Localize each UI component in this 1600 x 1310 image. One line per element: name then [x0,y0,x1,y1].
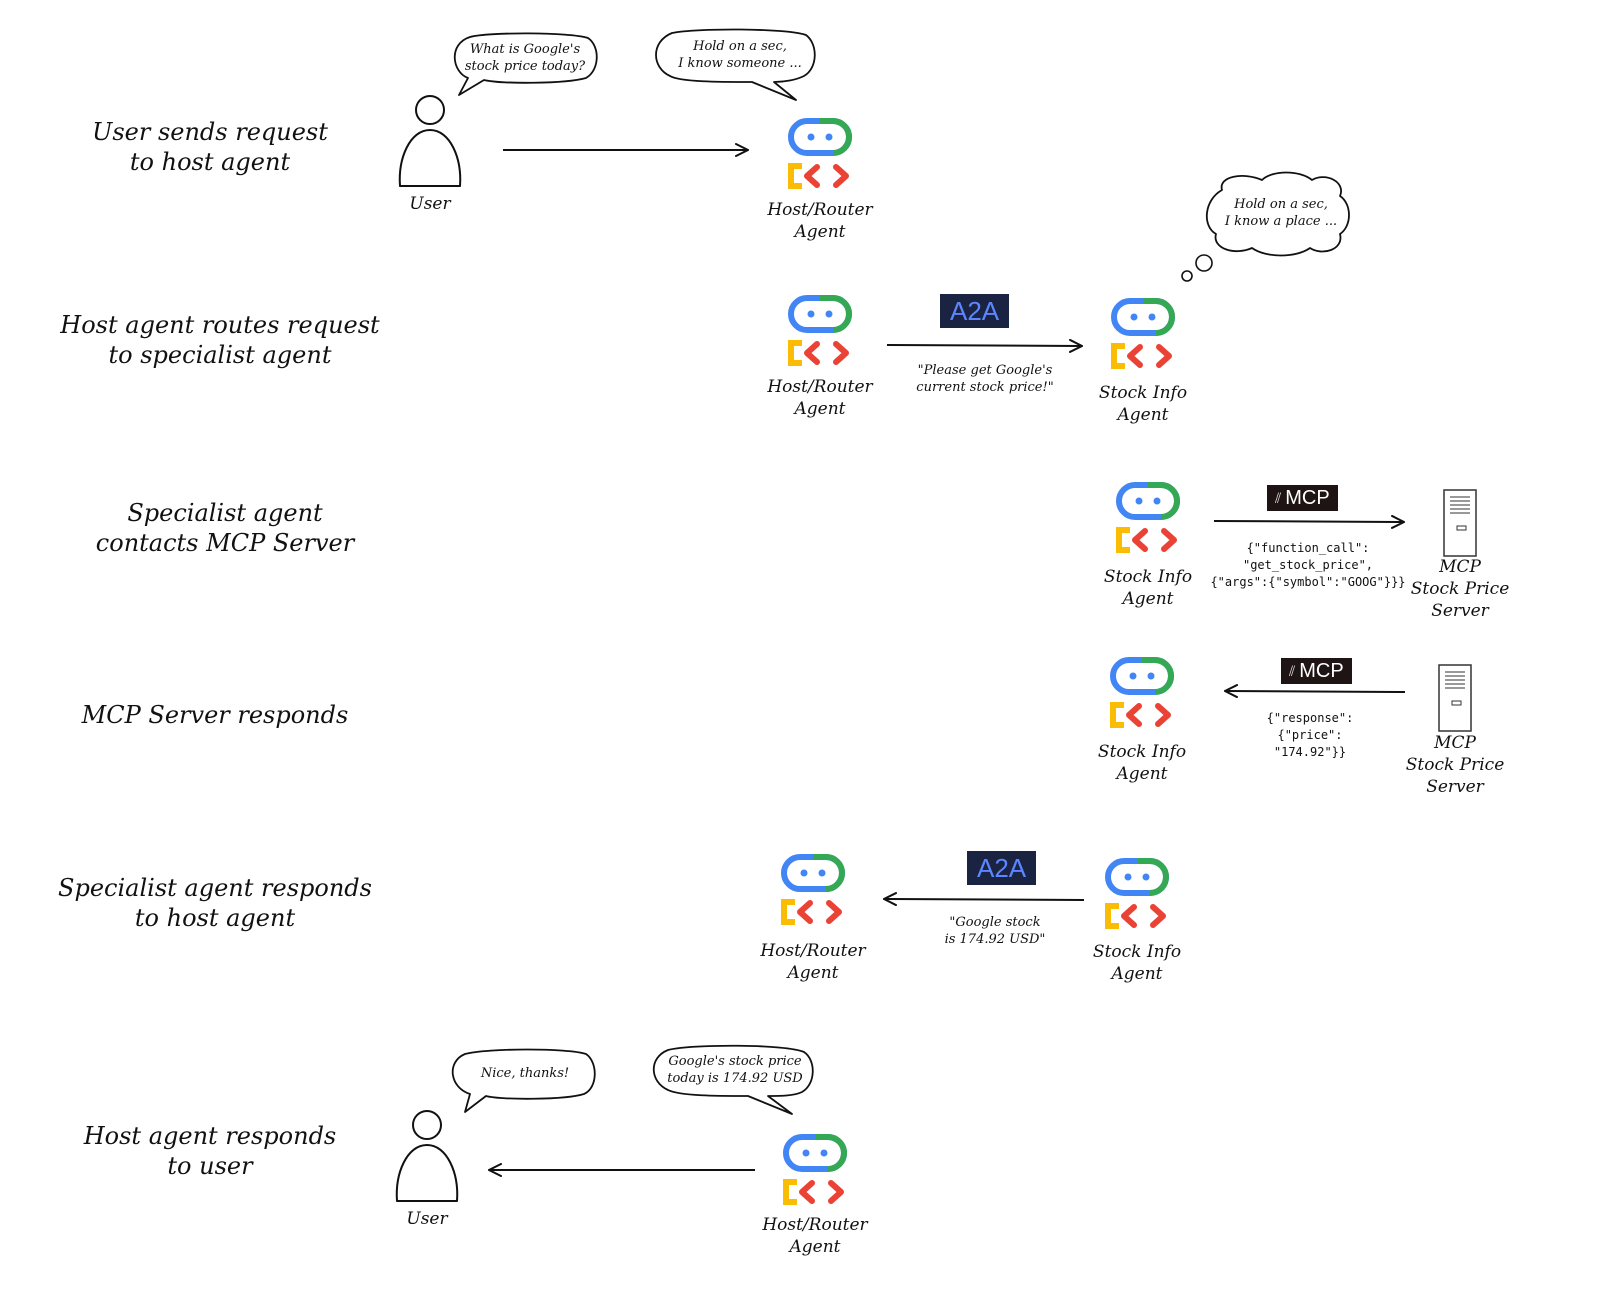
mcp-server-label: MCP Stock Price Server [1410,557,1510,621]
step-label-4: MCP Server responds [81,701,349,729]
stock-agent-label: Stock Info Agent [1103,567,1193,609]
host-reply-text: Hold on a sec, I know someone ... [678,39,802,71]
stock-agent-icon [1119,485,1177,550]
stock-thought-text: Hold on a sec, I know a place ... [1224,197,1338,229]
stock-agent-icon [1114,301,1172,366]
mcp-response-text: {"response": {"price": "174.92"}} [1266,711,1354,759]
arrow-host-to-stock [886,345,1081,346]
host-agent-icon [786,1137,844,1202]
mcp-server-label: MCP Stock Price Server [1405,733,1505,797]
speech-bubble [453,32,598,96]
mcp-badge-text: MCP [1299,660,1344,682]
host-agent-label: Host/Router Agent [760,941,866,983]
arrow-stock-to-host [885,899,1085,900]
user-thanks-text: Nice, thanks! [480,1066,570,1081]
user-label: User [406,1209,448,1229]
host-agent-icon [784,857,842,922]
user-icon [398,95,462,187]
speech-bubble [652,1044,814,1115]
host-agent-icon [791,121,849,186]
arrow-stock-to-mcp [1213,521,1403,522]
a2a-badge: A2A [940,294,1010,328]
speech-bubble [655,28,816,101]
a2a-request-text: "Please get Google's current stock price… [916,363,1054,395]
stock-agent-icon [1113,660,1171,725]
a2a-badge: A2A [967,851,1037,885]
mcp-badge: ⫽ MCP [1281,658,1352,684]
thought-dot [1195,254,1213,272]
mcp-badge: ⫽ MCP [1267,485,1338,511]
host-agent-icon [791,298,849,363]
server-icon [1438,664,1472,732]
arrow-mcp-to-stock [1226,691,1406,692]
a2a-response-text: "Google stock is 174.92 USD" [944,915,1046,947]
user-question-text: What is Google's stock price today? [464,42,586,74]
mcp-logo-icon: ⫽ [1275,490,1282,506]
user-icon [395,1110,459,1202]
step-label-6: Host agent responds to user [83,1122,337,1180]
stock-agent-label: Stock Info Agent [1097,742,1187,784]
stock-agent-icon [1108,861,1166,926]
step-label-3: Specialist agent contacts MCP Server [95,499,355,557]
stock-agent-label: Stock Info Agent [1098,383,1188,425]
step-label-5: Specialist agent responds to host agent [58,874,372,932]
thought-bubble [1206,171,1350,257]
host-agent-label: Host/Router Agent [767,200,873,242]
mcp-call-text: {"function_call": "get_stock_price", {"a… [1210,541,1406,589]
thought-dot [1181,270,1193,282]
user-label: User [409,194,451,214]
host-agent-label: Host/Router Agent [767,377,873,419]
host-answer-text: Google's stock price today is 174.92 USD [667,1054,803,1086]
server-icon [1443,489,1477,557]
step-label-1: User sends request to host agent [92,118,328,176]
stock-agent-label: Stock Info Agent [1092,942,1182,984]
mcp-logo-icon: ⫽ [1289,663,1296,679]
step-label-2: Host agent routes request to specialist … [60,311,380,369]
speech-bubble [451,1048,596,1113]
host-agent-label: Host/Router Agent [762,1215,868,1257]
mcp-badge-text: MCP [1285,487,1330,509]
